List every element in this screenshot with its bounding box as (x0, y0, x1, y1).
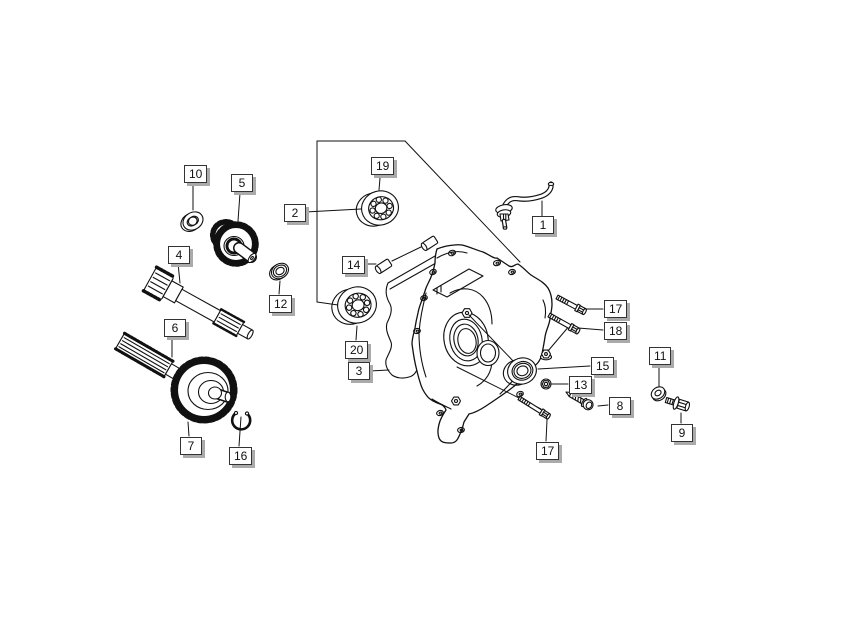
breather-pipe-1 (495, 181, 555, 230)
callout-3: 3 (348, 362, 370, 380)
shaft-4 (141, 265, 254, 340)
callout-19: 19 (371, 157, 395, 175)
callout-6: 6 (164, 319, 186, 337)
main-bore (443, 311, 489, 367)
oil-seal-15 (502, 357, 537, 386)
dowel-pin-a (374, 258, 393, 275)
bolt-holes (413, 249, 524, 434)
callout-18: 18 (604, 322, 628, 340)
circlip-16 (230, 410, 252, 431)
callout-17-lower: 17 (536, 442, 560, 460)
callout-15: 15 (591, 357, 615, 375)
dowel-pin-b (420, 235, 439, 252)
gear-5 (210, 219, 259, 267)
bolt-18 (547, 312, 581, 335)
callout-9: 9 (671, 424, 693, 442)
washer-12 (269, 262, 290, 281)
callout-5: 5 (231, 174, 253, 192)
callout-2: 2 (284, 204, 306, 222)
callout-11: 11 (649, 347, 672, 365)
bolt-17-upper (555, 294, 587, 316)
callout-4: 4 (168, 246, 190, 264)
bolt-9 (664, 396, 691, 412)
secondary-bore (476, 339, 500, 367)
callout-20: 20 (345, 341, 369, 359)
leader-lines (171, 140, 682, 447)
bearing-20 (331, 286, 377, 325)
callout-8: 8 (609, 397, 631, 415)
screw-8 (565, 391, 594, 411)
bearing-19 (355, 190, 399, 227)
callout-1: 1 (532, 216, 554, 234)
bolt-17-lower (517, 395, 551, 420)
gear-7 (170, 356, 238, 424)
callout-12: 12 (269, 295, 293, 313)
callout-16: 16 (229, 447, 253, 465)
washer-11 (650, 386, 667, 402)
callout-13: 13 (569, 376, 593, 394)
callout-17-upper: 17 (604, 300, 628, 318)
callout-14: 14 (342, 256, 366, 274)
callout-7: 7 (180, 437, 202, 455)
nut-13 (540, 378, 552, 390)
cover-rib (432, 268, 484, 298)
callout-10: 10 (184, 165, 208, 183)
crankcase-cover (385, 244, 553, 444)
washer-10 (180, 211, 204, 232)
